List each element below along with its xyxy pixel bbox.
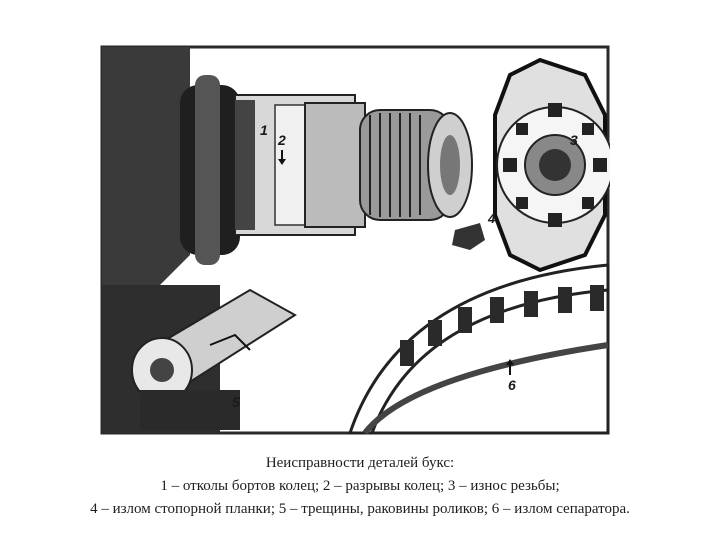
axle-nut — [493, 57, 610, 273]
axle-journal-assembly — [180, 75, 473, 265]
caption-line-1: 1 – отколы бортов колец; 2 – разрывы кол… — [160, 478, 560, 494]
defect-labels: 1 2 3 4 5 6 — [232, 122, 578, 410]
locking-plate-fragment — [452, 223, 485, 250]
separator-cage — [347, 263, 610, 435]
label-3: 3 — [570, 132, 578, 148]
defects-illustration: 1 2 3 4 5 6 — [100, 45, 610, 435]
caption-title: Неисправности деталей букс: — [265, 455, 455, 471]
label-4: 4 — [487, 211, 496, 226]
label-2: 2 — [277, 132, 286, 148]
label-5: 5 — [232, 394, 240, 410]
threaded-end — [359, 109, 473, 221]
caption-line-2: 4 – излом стопорной планки; 5 – трещины,… — [90, 501, 630, 517]
label-1: 1 — [260, 122, 268, 138]
roller — [131, 288, 297, 430]
label-6: 6 — [508, 377, 516, 393]
figure-caption: Неисправности деталей букс: 1 – отколы б… — [0, 452, 720, 521]
